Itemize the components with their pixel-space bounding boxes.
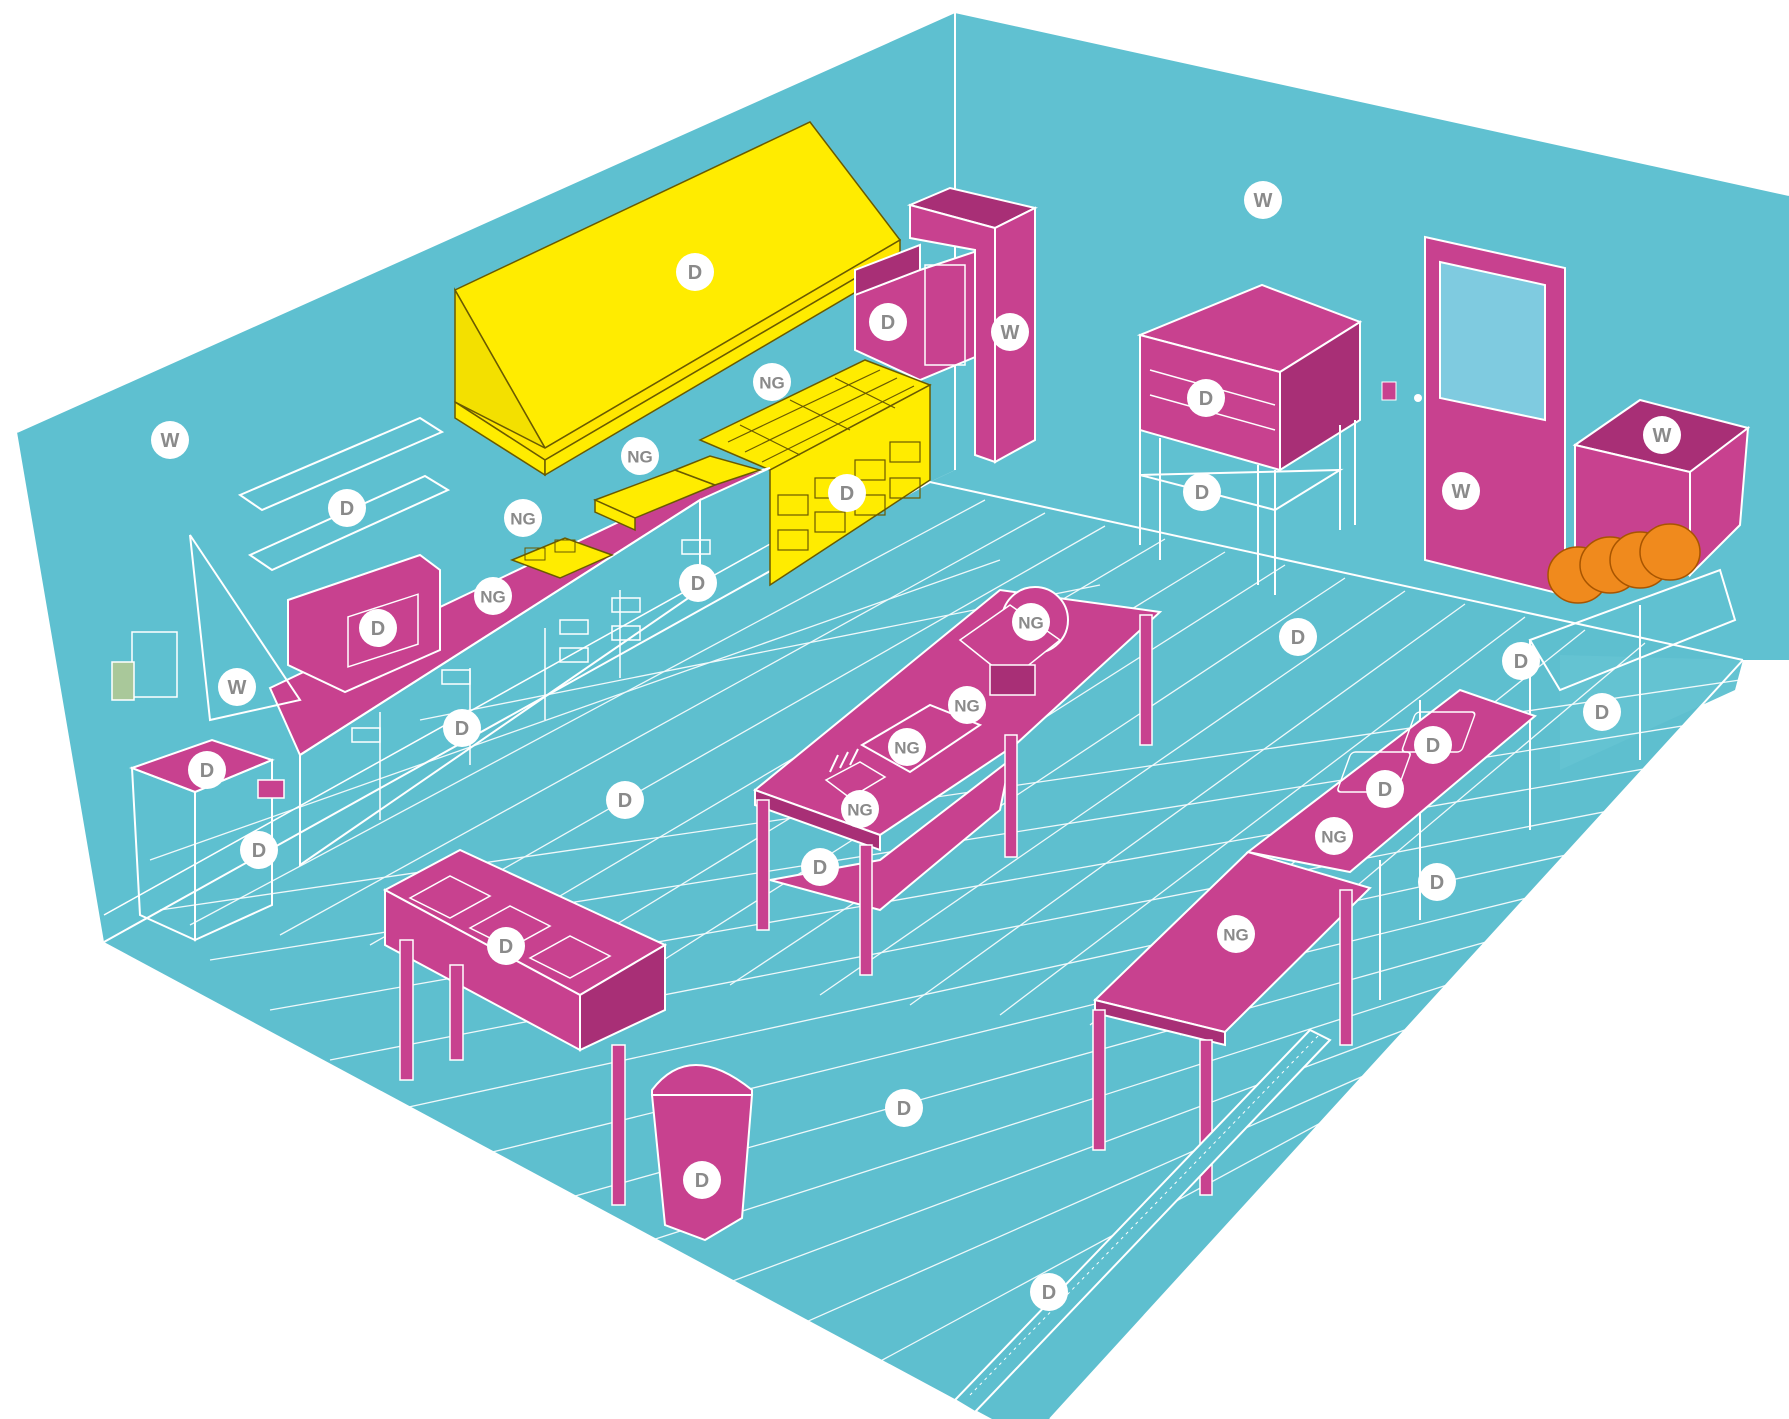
badge-griddle: NG [621, 437, 659, 475]
soap-dispenser [112, 662, 134, 700]
badge-label: D [1430, 872, 1444, 894]
badge-label: D [1595, 702, 1609, 724]
badge-sink-2: D [1366, 770, 1404, 808]
badge-label: NG [847, 801, 873, 820]
badge-shelves: D [328, 489, 366, 527]
badge-fryers: NG [504, 499, 542, 537]
badge-soap-dispenser: W [218, 668, 256, 706]
badge-label: W [228, 677, 247, 699]
badge-label: W [161, 430, 180, 452]
badge-label: D [1042, 1282, 1056, 1304]
badge-label: D [691, 573, 705, 595]
badge-label: NG [1321, 828, 1347, 847]
badge-combi-oven: D [869, 303, 907, 341]
badge-label: NG [627, 448, 653, 467]
badge-label: W [1254, 190, 1273, 212]
badge-floor-front: D [885, 1089, 923, 1127]
badge-label: D [840, 483, 854, 505]
badge-microwave: D [359, 609, 397, 647]
badge-prep-table-shelf: D [801, 848, 839, 886]
badge-label: D [200, 760, 214, 782]
badge-handwash-bowl: D [188, 751, 226, 789]
badge-label: NG [480, 588, 506, 607]
badge-label: W [1653, 425, 1672, 447]
badge-wall-left: W [151, 421, 189, 459]
badge-cutting-board: NG [888, 728, 926, 766]
badge-dishwasher: W [1643, 416, 1681, 454]
badge-sink-counter: NG [1315, 817, 1353, 855]
badge-label: NG [759, 374, 785, 393]
badge-counter-top: NG [474, 577, 512, 615]
badge-fridge-tall: W [991, 313, 1029, 351]
badge-label: D [618, 790, 632, 812]
badge-label: D [688, 262, 702, 284]
badge-bain-marie: D [487, 927, 525, 965]
badge-label: W [1001, 322, 1020, 344]
badge-hood: D [676, 253, 714, 291]
badge-label: D [340, 498, 354, 520]
badge-oven-stand: D [1183, 473, 1221, 511]
badge-label: D [1195, 482, 1209, 504]
badge-label: W [1452, 481, 1471, 503]
badge-label: D [455, 718, 469, 740]
badge-bin: D [683, 1161, 721, 1199]
badge-pizza-oven: D [1187, 379, 1225, 417]
waste-bin [652, 1065, 752, 1240]
badge-sink-cabinet: D [1418, 863, 1456, 901]
badge-label: D [1426, 735, 1440, 757]
badge-label: D [371, 618, 385, 640]
badge-label: NG [510, 510, 536, 529]
badge-label: NG [1223, 926, 1249, 945]
badge-cabinet-2: D [443, 709, 481, 747]
badge-knife-block: NG [841, 790, 879, 828]
badge-range-base: D [828, 474, 866, 512]
badge-label: D [897, 1098, 911, 1120]
badge-floor-drain: D [1030, 1273, 1068, 1311]
badge-floor-back: D [1279, 618, 1317, 656]
badge-range-top: NG [753, 363, 791, 401]
badge-long-table: NG [1217, 915, 1255, 953]
badge-label: D [252, 840, 266, 862]
badge-prep-table-top: NG [948, 686, 986, 724]
badge-cabinet-1: D [679, 564, 717, 602]
badge-label: D [1378, 779, 1392, 801]
badge-label: D [695, 1170, 709, 1192]
badge-sink-1: D [1414, 726, 1452, 764]
badge-handwash-base: D [240, 831, 278, 869]
badge-right-wall-low: D [1583, 693, 1621, 731]
badge-slicer: NG [1012, 603, 1050, 641]
badge-door: W [1442, 472, 1480, 510]
badge-floor-center: D [606, 781, 644, 819]
badge-label: D [881, 312, 895, 334]
badge-wall-back: W [1244, 181, 1282, 219]
badge-label: NG [894, 739, 920, 758]
badge-floor-right: D [1502, 642, 1540, 680]
badge-label: D [1199, 388, 1213, 410]
badge-label: D [1291, 627, 1305, 649]
badge-label: NG [1018, 614, 1044, 633]
badge-label: D [813, 857, 827, 879]
badge-label: D [499, 936, 513, 958]
badge-label: D [1514, 651, 1528, 673]
badge-label: NG [954, 697, 980, 716]
